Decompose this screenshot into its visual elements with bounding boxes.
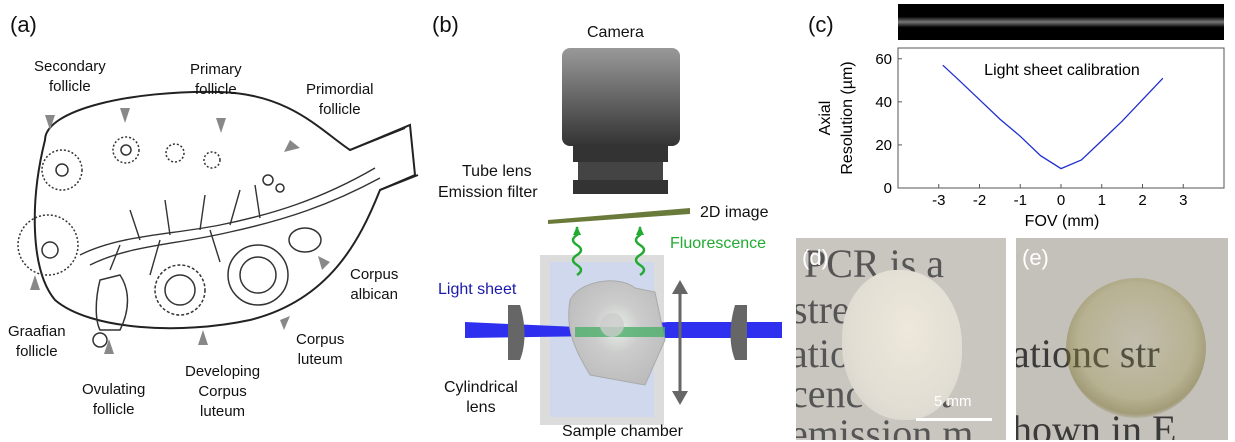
camera-body	[562, 48, 680, 146]
fluorescence-wave-right	[634, 227, 646, 277]
calibration-curve	[942, 64, 1164, 170]
panel-c-label: (c)	[808, 12, 834, 37]
camera-label: Camera	[587, 24, 644, 41]
panel-b-label: (b)	[432, 12, 459, 37]
image-2d-label: 2D image	[700, 204, 769, 221]
x-tick-label: 1	[1098, 192, 1106, 209]
fluorescence-wave-left	[571, 227, 583, 277]
sample-chamber-label: Sample chamber	[562, 423, 683, 440]
sample-chamber	[540, 255, 664, 425]
tube-lens-label: Tube lens	[462, 163, 532, 180]
image-plane	[548, 208, 690, 224]
emission-filter	[573, 180, 668, 194]
x-tick-label: 3	[1179, 192, 1187, 209]
y-axis-label-line2: Resolution (µm)	[839, 61, 856, 174]
plot-frame	[897, 47, 1225, 189]
light-sheet-profile-strip	[898, 4, 1224, 40]
x-axis-label: FOV (mm)	[1025, 213, 1100, 230]
transparent-sample	[1066, 278, 1206, 418]
y-tick-label: 40	[875, 94, 892, 111]
cylindrical-lens-right	[730, 305, 747, 360]
scale-bar	[916, 418, 992, 421]
emission-filter-label: Emission filter	[438, 184, 538, 201]
cylindrical-lens-left	[508, 305, 525, 360]
photo-e: ationc str hown in E (e)	[1016, 238, 1228, 440]
x-tick-label: 0	[1057, 192, 1065, 209]
light-sheet-label: Light sheet	[438, 281, 517, 298]
photo-d: PCR is a stre is atio e cence xcit emiss…	[796, 238, 1006, 440]
fluorescence-label: Fluorescence	[670, 235, 767, 252]
photo-e-bg-text-5: hown in E	[1016, 407, 1177, 440]
ovary-diagram	[17, 90, 419, 354]
y-tick-label: 20	[875, 137, 892, 154]
panel-d-label: (d)	[802, 245, 829, 270]
y-tick-label: 0	[884, 180, 892, 197]
x-tick-label: -2	[973, 192, 986, 209]
light-sheet-beam	[465, 322, 600, 338]
scale-bar-label: 5 mm	[934, 393, 972, 410]
panel-e-label: (e)	[1022, 245, 1049, 270]
y-tick-label: 60	[875, 51, 892, 68]
tube-lens	[573, 146, 668, 162]
chart-title: Light sheet calibration	[984, 62, 1140, 79]
y-axis-label-line1: Axial	[817, 101, 834, 136]
tissue-sample	[842, 270, 962, 420]
photo-e-bg-text-3: ationc str	[1016, 331, 1160, 376]
x-tick-label: 2	[1138, 192, 1146, 209]
sample-tissue	[568, 280, 666, 386]
panel-a-label: (a)	[10, 12, 37, 37]
x-tick-label: -1	[1014, 192, 1027, 209]
x-tick-label: -3	[932, 192, 945, 209]
